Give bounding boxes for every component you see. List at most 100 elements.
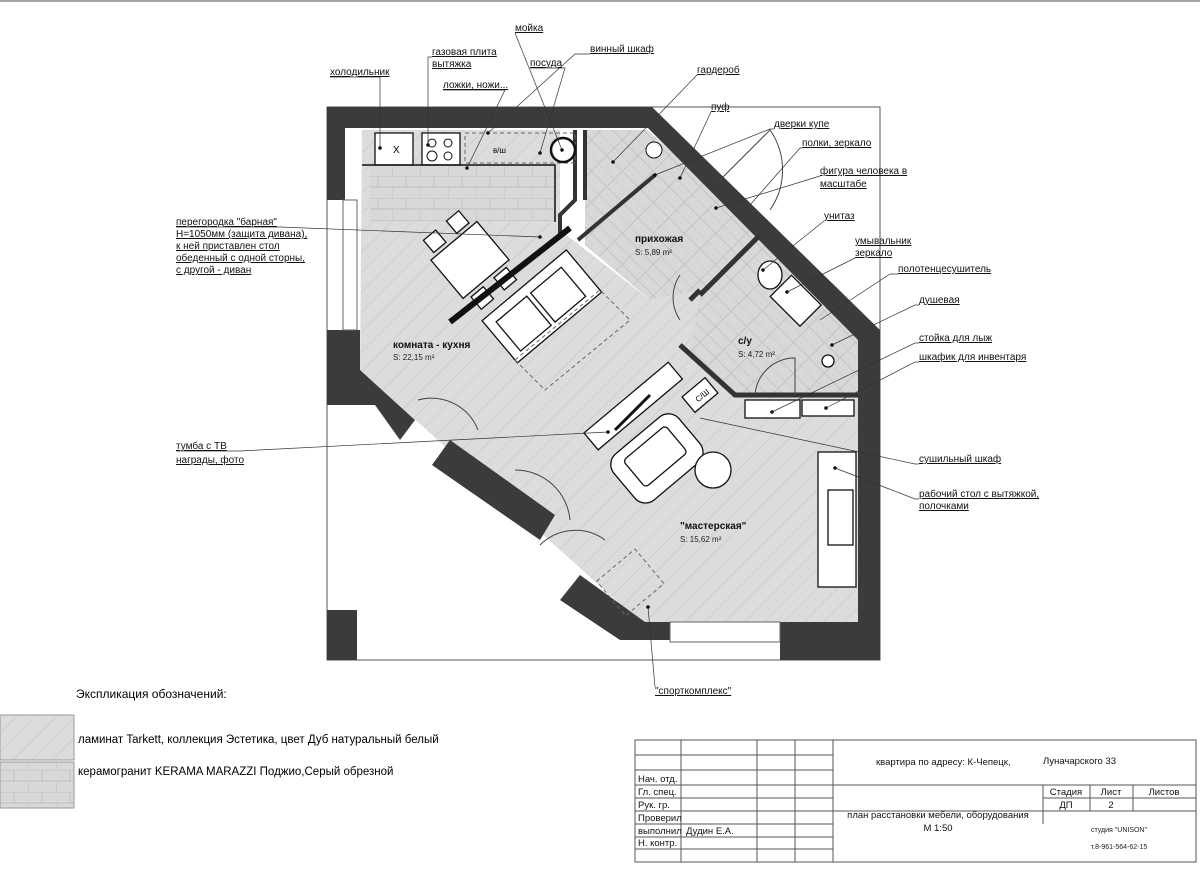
sheets-header: Листов: [1149, 787, 1180, 798]
tv-cabinet: [583, 361, 684, 451]
balcony-door-1: [417, 397, 479, 431]
legend-swatch-tile: [0, 761, 75, 809]
wall-bathroom: [678, 233, 858, 398]
entrance-door: [719, 129, 783, 211]
legend-swatch-laminate: [0, 714, 75, 761]
studio-name: студия "UNISON": [1091, 827, 1147, 834]
stage-value: ДП: [1059, 800, 1072, 811]
role-label: Проверил: [638, 813, 682, 824]
leader-dots: [378, 131, 837, 609]
bar-partition: [448, 225, 572, 325]
performer-name: Дудин Е.А.: [686, 826, 734, 837]
room-area: S: 22,15 m²: [393, 353, 435, 362]
wall-bottom-right: [780, 622, 880, 660]
inventory-cabinet: [801, 399, 855, 417]
callout-bar-5: с другой - диван: [176, 265, 251, 276]
room-door: [514, 469, 571, 521]
callout-wine: винный шкаф: [590, 43, 654, 55]
hall-stool: [645, 141, 663, 159]
address-value: Луначарского 33: [1043, 756, 1116, 767]
sheet-scale: М 1:50: [923, 823, 952, 834]
bathroom-door: [672, 274, 681, 321]
workdesk-hood: [827, 489, 854, 546]
wall-bottom-left: [327, 610, 357, 660]
role-label: Рук. гр.: [638, 800, 670, 811]
sheet-title: план расстановки мебели, оборудования: [847, 810, 1029, 821]
sheet-header: Лист: [1101, 787, 1122, 798]
role-label: Гл. спец.: [638, 787, 677, 798]
room-name: комната - кухня: [393, 340, 470, 351]
wall-left-lower: [327, 330, 415, 440]
shower-door: [754, 357, 796, 396]
callout-pouf: пуф: [711, 101, 730, 113]
floor-hall-tile: [585, 130, 760, 300]
wall-bottom-block: [560, 575, 670, 640]
callout-toilet: унитаз: [824, 211, 855, 222]
callout-cutlery: ложки, ножи...: [443, 80, 508, 91]
callout-awards: награды, фото: [176, 454, 244, 466]
washbasin: [769, 274, 823, 328]
sofa: [481, 249, 603, 364]
wall-hall-partition: [576, 173, 657, 242]
floor-bathroom-tile: [690, 235, 858, 395]
role-label: Н. контр.: [638, 838, 677, 849]
drying-cabinet: [681, 376, 719, 414]
room-name: с/у: [738, 336, 752, 347]
title-block: Нач. отд. Гл. спец. Рук. гр. Проверил вы…: [634, 739, 1197, 863]
kitchen-counter: [362, 164, 556, 222]
window-left: [342, 199, 358, 331]
callout-sport: "спорткомплекс": [655, 686, 732, 697]
callout-desk: рабочий стол с вытяжкой,: [919, 488, 1039, 500]
callout-stove: газовая плита: [432, 47, 497, 58]
legend-title: Экспликация обозначений:: [76, 687, 227, 701]
shower-drain: [821, 354, 835, 368]
callout-fridge: холодильник: [330, 67, 390, 78]
role-label: Нач. отд.: [638, 774, 677, 785]
ski-rack: [744, 399, 801, 419]
callout-tv: тумба с ТВ: [176, 440, 227, 452]
round-table: [694, 451, 732, 489]
room-name: "мастерская": [680, 521, 747, 532]
callout-human: фигура человека в: [820, 165, 907, 177]
sheet-value: 2: [1108, 800, 1113, 811]
wall-kitchen-hall: [558, 130, 587, 235]
callout-dishes: посуда: [530, 58, 562, 69]
callout-shelves: полки, зеркало: [802, 138, 872, 149]
rug-outline: [514, 289, 631, 391]
fridge-mark: X: [393, 145, 400, 156]
floor-kitchen-tile: [370, 165, 555, 222]
balcony-door-2: [539, 529, 606, 546]
callout-hood: вытяжка: [432, 59, 472, 70]
role-label: выполнил: [638, 826, 682, 837]
window-bottom: [669, 621, 781, 643]
room-area: S: 4,72 m²: [738, 350, 775, 359]
sport-complex: [596, 548, 665, 617]
callout-inventory: шкафик для инвентаря: [919, 351, 1026, 363]
callout-washbasin: умывальник: [855, 236, 912, 247]
callout-bar-2: Н=1050мм (защита дивана),: [176, 229, 307, 240]
burner-icon: [443, 138, 453, 148]
room-area: S: 5,89 m²: [635, 248, 672, 257]
studio-phone: т.8-961-564-62-15: [1091, 844, 1148, 851]
tv-screen: [613, 393, 652, 432]
callout-drying: сушильный шкаф: [919, 453, 1001, 465]
stage-header: Стадия: [1050, 787, 1082, 798]
callout-sink: мойка: [515, 23, 544, 34]
wine-cabinet-mark: в/ш: [493, 146, 506, 155]
callout-bar: перегородка "барная": [176, 216, 277, 228]
toilet: [757, 260, 783, 290]
callout-human-2: масштабе: [820, 178, 867, 190]
room-name: прихожая: [635, 234, 683, 245]
callout-bar-3: к ней приставлен стол: [176, 241, 280, 252]
wall-diagonal-lower: [432, 440, 555, 540]
callout-mirror: зеркало: [855, 248, 893, 259]
armchair: [610, 413, 704, 504]
callout-bar-4: обеденный с одной сторны,: [176, 252, 305, 264]
callout-sliding-doors: дверки купе: [774, 119, 830, 130]
callout-shower: душевая: [919, 295, 960, 306]
legend-item-laminate: ламинат Tarkett, коллекция Эстетика, цве…: [78, 734, 439, 746]
burner-icon: [426, 150, 438, 162]
legend-item-tile: керамогранит KERAMA MARAZZI Поджио,Серый…: [78, 766, 393, 778]
callout-desk-2: полочками: [919, 501, 969, 512]
